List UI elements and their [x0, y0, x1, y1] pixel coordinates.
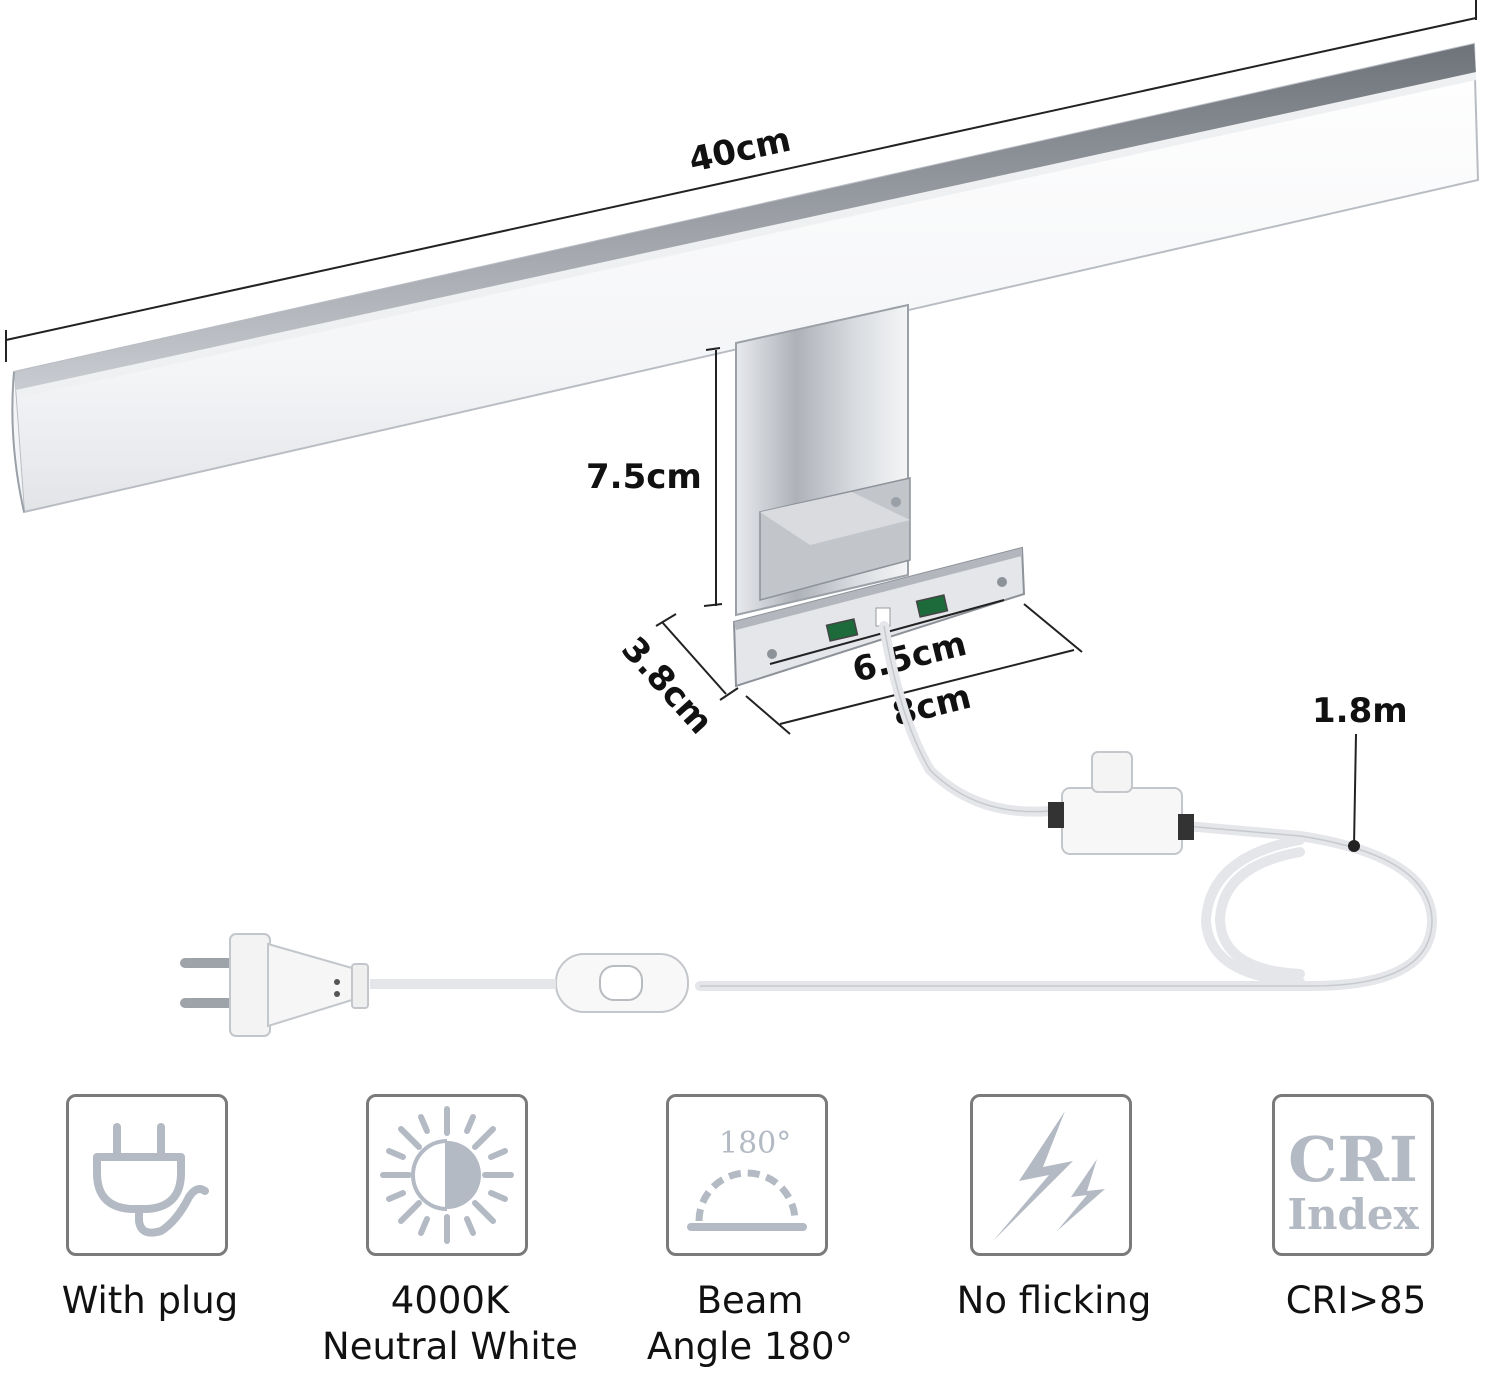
height-label: 7.5cm [586, 457, 702, 497]
caption-line: 4000K [390, 1279, 510, 1322]
eu-plug [180, 933, 369, 1037]
feature-with-plug: With plug [0, 1090, 300, 1376]
sun-icon [380, 1106, 514, 1244]
base-plate [732, 546, 1026, 688]
height-dimension-line [703, 347, 723, 607]
cable-length-label: 1.8m [1312, 691, 1408, 731]
icon-box [66, 1094, 228, 1256]
feature-caption: No flicking [904, 1278, 1204, 1324]
caption-line: No flicking [956, 1279, 1152, 1322]
length-dimension-line [5, 0, 1477, 362]
junction-box [1048, 751, 1194, 855]
feature-color-temperature: 4000K Neutral White [300, 1090, 600, 1376]
caption-line: Neutral White [322, 1325, 578, 1368]
feature-beam-angle: 180° Beam Angle 180° [600, 1090, 900, 1376]
depth-label: 3.8cm [613, 629, 720, 742]
feature-cri: CRI Index CRI>85 [1206, 1090, 1500, 1376]
product-diagram: 40cm 7.5cm 3.8cm 6.5cm [5, 0, 1480, 1037]
plug-icon [93, 1123, 209, 1237]
feature-caption: 4000K Neutral White [300, 1278, 600, 1370]
feature-no-flicking: No flicking [904, 1090, 1204, 1376]
cri-icon: CRI Index [1287, 1123, 1419, 1239]
caption-line: Angle 180° [646, 1325, 854, 1368]
cable-length-pointer [1348, 733, 1360, 852]
light-bar [11, 42, 1480, 514]
base-width-dimension-line [745, 603, 1083, 735]
caption-line: With plug [61, 1279, 239, 1322]
depth-dimension-line [655, 613, 739, 701]
feature-list: With plug [0, 1090, 1500, 1376]
icon-box [970, 1094, 1132, 1256]
svg-text:180°: 180° [719, 1126, 791, 1161]
beam-angle-icon: 180° [687, 1126, 807, 1231]
icon-box: 180° [666, 1094, 828, 1256]
svg-text:CRI: CRI [1288, 1123, 1418, 1196]
caption-line: CRI>85 [1285, 1279, 1427, 1322]
svg-text:Index: Index [1287, 1190, 1419, 1239]
feature-caption: With plug [0, 1278, 300, 1324]
mounting-arm [735, 303, 911, 617]
caption-line: Beam [696, 1279, 804, 1322]
lightning-icon [993, 1111, 1105, 1241]
inline-switch [555, 953, 689, 1013]
feature-caption: CRI>85 [1206, 1278, 1500, 1324]
icon-box [366, 1094, 528, 1256]
icon-box: CRI Index [1272, 1094, 1434, 1256]
feature-caption: Beam Angle 180° [600, 1278, 900, 1370]
